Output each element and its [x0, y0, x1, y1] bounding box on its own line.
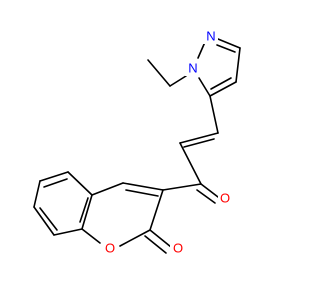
bond-o-ring-c8a — [81, 228, 101, 244]
bond-c2-o-lactone-inner — [144, 235, 167, 254]
bond-c8a-c4a — [81, 194, 93, 230]
bond-n1-n2 — [197, 41, 206, 59]
bond-c5-vinyl — [209, 95, 219, 134]
bond-vinyl-double-inner — [183, 138, 215, 148]
bond-carbonyl-o — [200, 183, 219, 198]
bond-c5-c6-inner — [43, 178, 68, 188]
bond-c8a-c4a-inner — [79, 197, 89, 223]
atom-o-ring-label: O — [105, 241, 115, 256]
atom-n2-label: N — [206, 29, 215, 44]
bond-c3-c4-inner — [125, 189, 159, 197]
bond-vinyl-double — [179, 132, 219, 144]
bond-c3-c4-coumarin — [122, 182, 164, 191]
bond-carbonyl-c3 — [162, 183, 202, 191]
bond-c4-c5 — [209, 81, 237, 97]
bond-ethyl-ch2-n — [169, 75, 187, 87]
bond-c3-c4 — [235, 47, 241, 83]
bond-c4a-c4 — [91, 182, 124, 196]
bond-c7-c8 — [33, 206, 55, 236]
atom-labels: N N O O O — [102, 28, 233, 256]
bond-n2-c3-inner — [216, 44, 236, 53]
bond-c6-c7 — [33, 180, 41, 208]
bond-c4-c5-inner — [210, 77, 232, 90]
bond-c2-o-lactone — [149, 229, 172, 248]
bond-c5-c6 — [39, 171, 69, 182]
atom-n1-label: N — [188, 61, 197, 76]
bond-c2-o-ring — [119, 229, 151, 247]
bond-lines — [33, 38, 241, 254]
bond-c4a-c5 — [67, 171, 93, 196]
molecule-structure: N N O O O — [33, 28, 241, 256]
bond-c8-c8a — [53, 228, 83, 236]
bond-vinyl-carbonyl — [179, 142, 202, 185]
atom-o-lactone-label: O — [173, 241, 183, 256]
bond-carbonyl-o-inner — [196, 189, 216, 204]
bond-c3-c2 — [149, 189, 164, 231]
bond-ethyl-ch3 — [147, 59, 171, 87]
atom-o-ketone-label: O — [220, 191, 230, 206]
bond-c7-c8-inner — [39, 207, 58, 231]
bond-n2-c3 — [217, 38, 241, 49]
bond-c5-n1 — [198, 77, 211, 97]
